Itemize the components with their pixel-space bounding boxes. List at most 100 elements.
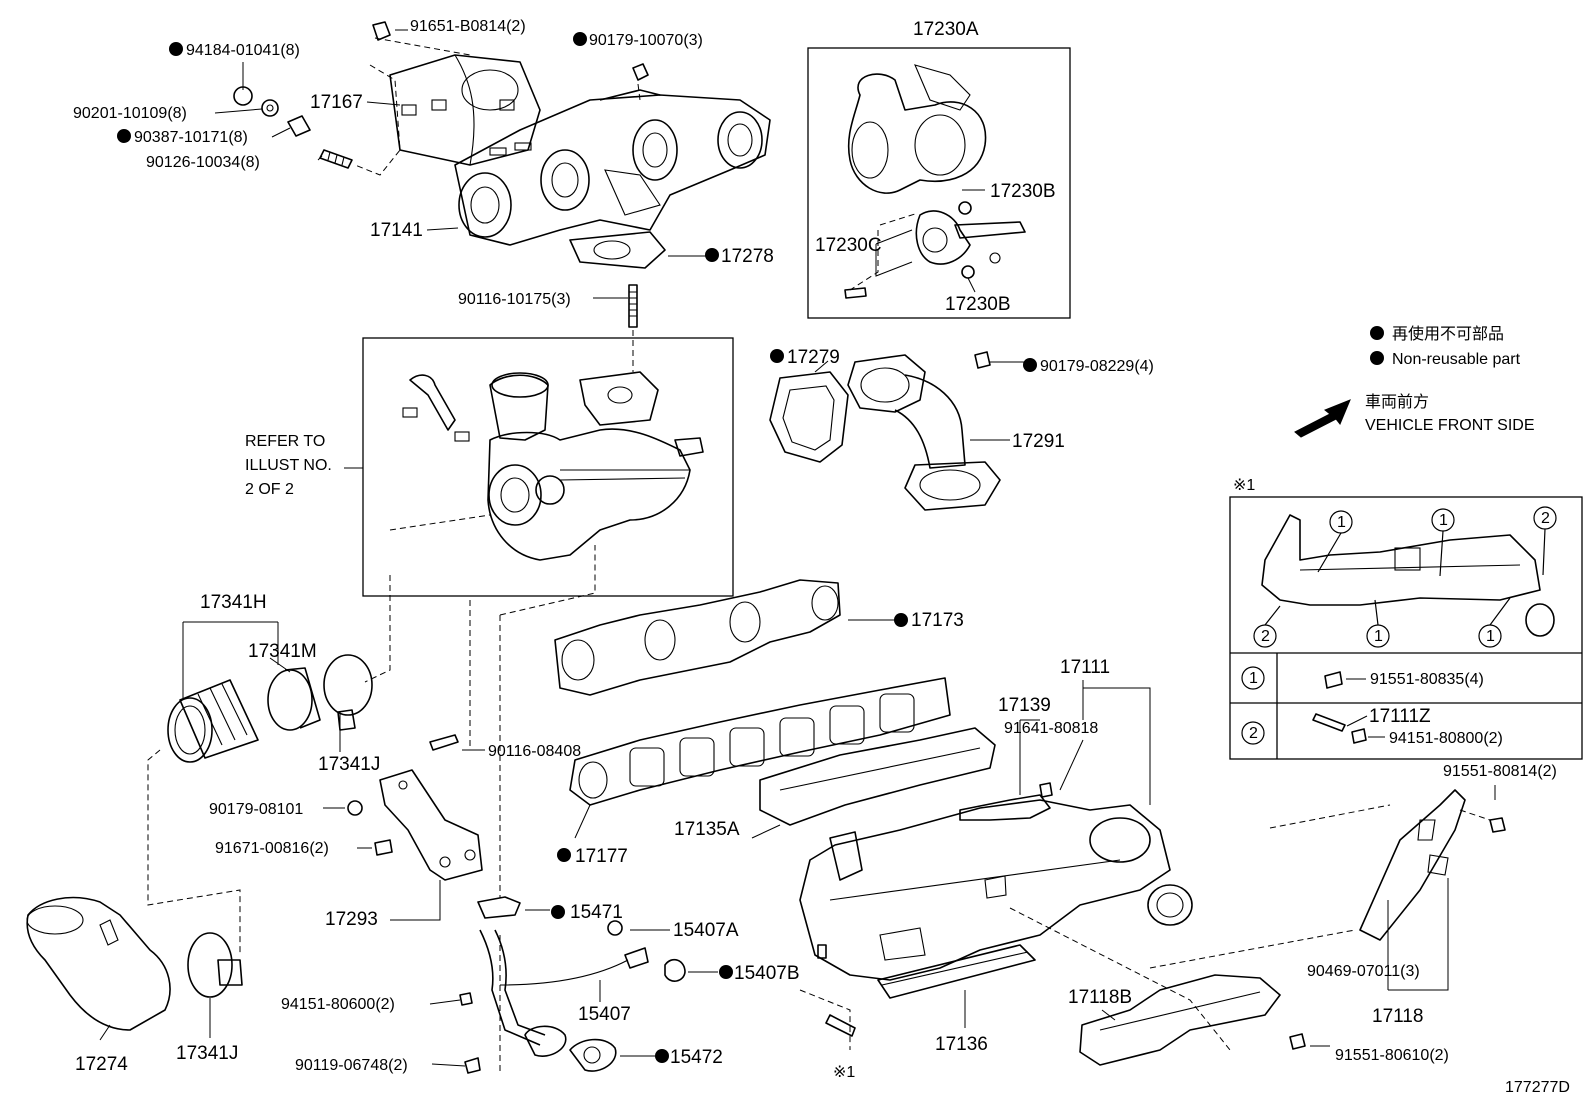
exhaust-pipe-17291-drawing (847, 351, 1001, 511)
bracket-17118-drawing (1359, 789, 1506, 941)
insulator-17135A-drawing (759, 727, 996, 826)
label-17274: 17274 (75, 1054, 128, 1075)
label-91551-80814: 91551-80814(2) (1443, 763, 1557, 780)
label-17118: 17118 (1372, 1006, 1423, 1027)
egr-pipe-15407-drawing (459, 896, 686, 1074)
label-17279: 17279 (787, 347, 840, 368)
label-91641: 91641-80818 (1004, 720, 1098, 737)
turbocharger-17230A-drawing (847, 64, 987, 194)
non-reusable-dot (573, 32, 587, 46)
label-90469: 90469-07011(3) (1307, 963, 1420, 980)
detail-1-intake-manifold-drawing (1261, 514, 1555, 637)
detail-callout-2b: 2 (1261, 628, 1270, 645)
label-17341J-b: 17341J (176, 1043, 238, 1064)
label-90126: 90126-10034(8) (146, 154, 260, 171)
label-90201: 90201-10109(8) (73, 105, 187, 122)
label-17167: 17167 (310, 92, 363, 113)
turbo-17230A-box (807, 47, 1071, 319)
label-star1-bottom: ※1 (833, 1064, 855, 1081)
non-reusable-dot (117, 129, 131, 143)
label-17230B-bottom: 17230B (945, 294, 1011, 315)
stud-90116-10175-drawing (628, 284, 638, 328)
turbo-reference-box (362, 337, 734, 597)
detail-callouts (1241, 506, 1557, 745)
non-reusable-dot (1370, 351, 1384, 365)
gasket-17177-drawing (569, 677, 951, 806)
non-reusable-dot (557, 848, 571, 862)
detail-row2-num: 2 (1249, 725, 1258, 742)
detail-row1-num: 1 (1249, 670, 1258, 687)
label-94184: 94184-01041(8) (186, 42, 300, 59)
non-reusable-dot (719, 965, 733, 979)
non-reusable-dot (551, 905, 565, 919)
gasket-17279-drawing (769, 371, 849, 463)
label-17293: 17293 (325, 909, 378, 930)
detail-callout-2a: 2 (1541, 510, 1550, 527)
heat-insulator-17167-drawing (389, 54, 541, 166)
label-17230B-top: 17230B (990, 181, 1056, 202)
detail-callout-1b: 1 (1439, 512, 1448, 529)
label-91651: 91651-B0814(2) (410, 18, 526, 35)
refer-line-2: ILLUST NO. (245, 457, 332, 474)
non-reusable-dot (655, 1049, 669, 1063)
label-94151-80600: 94151-80600(2) (281, 996, 395, 1013)
detail-fasteners-drawing (1312, 671, 1385, 744)
legend-jp-nonreusable: 再使用不可部品 (1392, 325, 1504, 343)
bracket-17139-drawing (959, 782, 1053, 821)
exhaust-manifold-17141-drawing (454, 89, 771, 246)
turbocharger-reference-drawing (402, 371, 704, 561)
label-15471: 15471 (570, 902, 623, 923)
non-reusable-dot (169, 42, 183, 56)
insulator-17118B-drawing (1079, 974, 1306, 1066)
label-17173: 17173 (911, 610, 964, 631)
label-17230A: 17230A (913, 19, 979, 40)
label-17230C: 17230C (815, 235, 882, 256)
detail-1-box (1229, 496, 1583, 760)
detail-row1-part: 91551-80835(4) (1370, 671, 1484, 688)
label-17136: 17136 (935, 1034, 988, 1055)
label-17341M: 17341M (248, 641, 317, 662)
non-reusable-dot (770, 349, 784, 363)
gasket-17173-drawing (554, 579, 841, 696)
intake-pipe-17274-drawing (26, 896, 243, 1031)
bracket-17293-drawing (347, 734, 483, 881)
label-17278: 17278 (721, 246, 774, 267)
label-17111: 17111 (1060, 657, 1110, 678)
label-15407B: 15407B (734, 963, 800, 984)
label-90116-10175: 90116-10175(3) (458, 291, 571, 308)
label-91551-80610: 91551-80610(2) (1335, 1047, 1449, 1064)
detail-callout-1c: 1 (1374, 628, 1383, 645)
insulator-17136-drawing (877, 944, 1036, 999)
vehicle-front-arrow-icon (1294, 399, 1351, 438)
detail-row2-part-a: 17111Z (1369, 706, 1431, 727)
non-reusable-dot (1023, 358, 1037, 372)
intake-manifold-17111-drawing (799, 799, 1193, 981)
label-17135A: 17135A (674, 819, 740, 840)
detail-callout-1d: 1 (1486, 628, 1495, 645)
detail-title: ※1 (1233, 477, 1255, 494)
non-reusable-dot (1370, 326, 1384, 340)
air-hose-17341H-drawing (167, 654, 373, 763)
illustration-number: 177277D (1505, 1079, 1570, 1096)
leader-lines (99, 29, 1496, 1067)
dashed-lines (147, 37, 1491, 1075)
detail-row2-part-b: 94151-80800(2) (1389, 730, 1503, 747)
label-15407A: 15407A (673, 920, 739, 941)
label-17177: 17177 (575, 846, 628, 867)
gasket-17278-drawing (569, 231, 666, 269)
label-90387: 90387-10171(8) (134, 129, 248, 146)
label-17141: 17141 (370, 220, 423, 241)
legend-en-front: VEHICLE FRONT SIDE (1365, 417, 1535, 434)
non-reusable-dot (894, 613, 908, 627)
legend-en-nonreusable: Non-reusable part (1392, 351, 1521, 368)
label-90116-08408: 90116-08408 (488, 743, 581, 760)
label-90179-10070: 90179-10070(3) (589, 32, 703, 49)
label-91671: 91671-00816(2) (215, 840, 329, 857)
label-17341J-a: 17341J (318, 754, 380, 775)
label-90179-08229: 90179-08229(4) (1040, 358, 1154, 375)
refer-line-3: 2 OF 2 (245, 481, 294, 498)
non-reusable-dot (705, 248, 719, 262)
non-reusable-markers (117, 32, 1384, 1063)
label-90179-08101: 90179-08101 (209, 801, 303, 818)
